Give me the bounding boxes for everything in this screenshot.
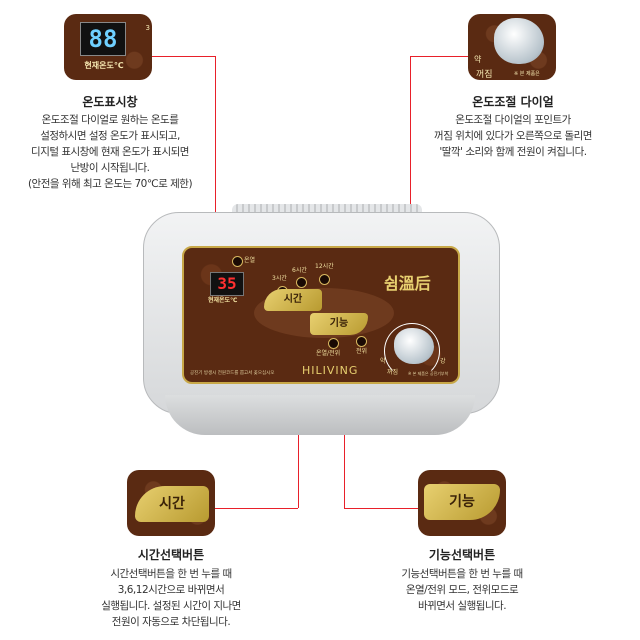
time-button-thumbnail: 시간	[127, 470, 215, 536]
mode-led-potential	[356, 336, 367, 347]
desc-line: 온열/전위 모드, 전위모드로	[405, 584, 519, 596]
dial-knob-icon	[494, 18, 544, 64]
heat-led	[232, 256, 243, 267]
mode-led-heat	[328, 338, 339, 349]
dial-scale	[384, 323, 440, 379]
callout-line	[152, 56, 215, 57]
timer-led-12h	[319, 274, 330, 285]
timer-label: 6시간	[292, 267, 307, 274]
temp-dial-title: 온도조절 다이얼	[472, 95, 554, 109]
callout-line	[215, 508, 298, 509]
thumb-function-button: 기능	[424, 484, 500, 520]
temperature-dial[interactable]	[394, 328, 434, 364]
device-base	[165, 395, 475, 435]
temp-dial-thumbnail: 약 꺼짐 ※ 본 제품은	[468, 14, 556, 80]
mode-label: 전위	[356, 348, 368, 355]
thumb-time-button: 시간	[135, 486, 209, 522]
desc-line: 디지털 표시창에 현재 온도가 표시되면	[31, 146, 189, 158]
thumb-label: 현재온도℃	[84, 61, 124, 70]
dial-high-label: 강	[440, 358, 446, 365]
function-button-thumbnail: 기능	[418, 470, 506, 536]
time-button-title: 시간선택버튼	[137, 548, 205, 562]
function-button-title: 기능선택버튼	[428, 548, 496, 562]
desc-line: 전원이 자동으로 차단됩니다.	[111, 616, 231, 628]
mode-label: 온열/전위	[316, 350, 341, 357]
thumb-side-text: 3	[145, 24, 150, 32]
temp-display-title: 온도표시창	[82, 95, 138, 109]
desc-line: 실행됩니다. 설정된 시간이 지나면	[101, 600, 241, 612]
callout-line	[344, 508, 418, 509]
thumb-low: 약	[474, 55, 482, 64]
callout-line	[410, 56, 468, 57]
heat-led-label: 온열	[244, 257, 256, 264]
function-button[interactable]: 기능	[310, 313, 368, 335]
temp-dial-desc: 온도조절 다이얼의 포인트가 꺼짐 위치에 있다가 오른쪽으로 돌리면 '딸깍'…	[403, 112, 623, 160]
control-panel: 35 현재온도℃ 온열 3시간 6시간 12시간 시간 기능 온열/전위 전위 …	[182, 246, 460, 384]
desc-line: '딸깍' 소리와 함께 전원이 켜집니다.	[439, 146, 587, 158]
desc-line: 온도조절 다이얼로 원하는 온도를	[41, 114, 179, 126]
desc-line: 온도조절 다이얼의 포인트가	[455, 114, 571, 126]
callout-line	[215, 56, 216, 284]
thumb-off: 꺼짐	[476, 70, 493, 80]
time-button-desc: 시간선택버튼을 한 번 누를 때 3,6,12시간으로 바뀌면서 실행됩니다. …	[61, 566, 281, 630]
thumb-digits: 88	[80, 22, 126, 56]
timer-led-6h	[296, 277, 307, 288]
display-label: 현재온도℃	[208, 297, 238, 304]
dial-low-label: 약	[380, 358, 386, 365]
brand-logo: 쉼溫后	[384, 274, 431, 293]
temp-display-thumbnail: 88 현재온도℃ 3	[64, 14, 152, 80]
desc-line: 바뀌면서 실행됩니다.	[417, 600, 507, 612]
temp-display-desc: 온도조절 다이얼로 원하는 온도를 설정하시면 설정 온도가 표시되고, 디지털…	[0, 112, 220, 192]
dial-note: ※ 본 제품은 공진기부착	[408, 371, 449, 376]
desc-line: 3,6,12시간으로 바뀌면서	[117, 584, 225, 596]
time-button[interactable]: 시간	[264, 289, 322, 311]
timer-label: 12시간	[315, 263, 334, 270]
brand-name: HILIVING	[302, 364, 359, 377]
timer-label: 3시간	[272, 275, 287, 282]
desc-line: 꺼짐 위치에 있다가 오른쪽으로 돌리면	[434, 130, 592, 142]
temp-display: 35	[210, 272, 244, 296]
desc-line: 시간선택버튼을 한 번 누를 때	[110, 568, 232, 580]
desc-line: (안전을 위해 최고 온도는 70℃로 제한)	[27, 178, 193, 190]
function-button-desc: 기능선택버튼을 한 번 누를 때 온열/전위 모드, 전위모드로 바뀌면서 실행…	[352, 566, 572, 614]
dial-off-label: 꺼짐	[387, 369, 399, 376]
callout-line	[410, 56, 411, 341]
desc-line: 난방이 시작됩니다.	[70, 162, 150, 174]
desc-line: 설정하시면 설정 온도가 표시되고,	[40, 130, 180, 142]
footer-note: 공진기 방생시 전원코드를 뽑고서 꽂으십시오	[190, 371, 275, 376]
thumb-note: ※ 본 제품은	[514, 71, 540, 77]
desc-line: 기능선택버튼을 한 번 누를 때	[401, 568, 523, 580]
